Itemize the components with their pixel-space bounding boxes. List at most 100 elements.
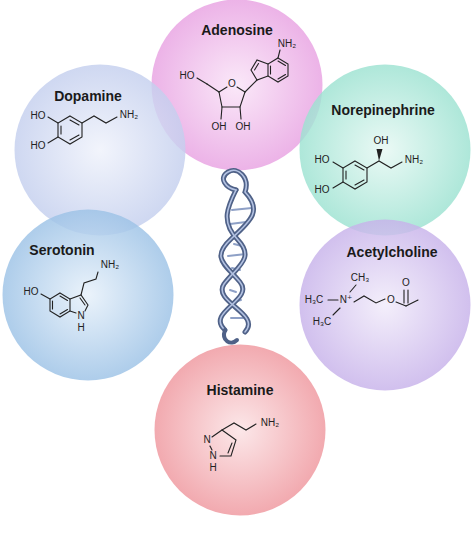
bond-line xyxy=(230,290,236,292)
bond-line xyxy=(207,84,219,92)
bond-line xyxy=(240,107,241,119)
atom-label: HO xyxy=(24,287,39,297)
bond-line xyxy=(70,311,76,313)
bond-line xyxy=(228,254,246,256)
atom-label: H xyxy=(77,323,84,333)
atom-label: O xyxy=(402,278,410,288)
bond-line xyxy=(70,295,88,311)
atom-label: H₃C xyxy=(305,295,324,305)
molecule-circle-fill xyxy=(300,220,471,391)
molecule-name: Serotonin xyxy=(29,242,94,258)
bond-line xyxy=(396,302,406,306)
atom-label: NH₂ xyxy=(278,39,296,49)
atom-label: N⁺ xyxy=(340,295,353,305)
bond-line xyxy=(407,290,408,303)
bond-line xyxy=(48,117,58,123)
molecule-name: Adenosine xyxy=(201,22,273,38)
molecule-circle-fill xyxy=(15,65,186,236)
bond-line xyxy=(80,298,85,305)
bond-line xyxy=(81,272,98,295)
bond-line xyxy=(278,75,286,80)
molecule-name: Dopamine xyxy=(54,88,122,104)
molecule-circle: Histamine xyxy=(154,344,326,516)
bond-line xyxy=(343,161,367,189)
bond-line xyxy=(52,301,53,309)
bond-line xyxy=(278,61,286,66)
bond-line xyxy=(255,64,259,71)
atom-label: H₃C xyxy=(313,317,332,327)
dna-strand xyxy=(222,190,248,332)
atom-label: OH xyxy=(374,136,389,146)
atom-label: NH₂ xyxy=(405,155,423,165)
bond-line xyxy=(234,244,242,246)
bond-line xyxy=(197,78,207,84)
bond-line xyxy=(222,423,256,430)
bond-line xyxy=(403,290,404,303)
dna-strand xyxy=(220,170,253,330)
bond-line xyxy=(230,222,246,224)
bond-line xyxy=(210,446,212,450)
bond-line xyxy=(50,293,70,317)
dna-strand xyxy=(222,190,248,332)
bond-line xyxy=(48,137,58,143)
bond-line xyxy=(355,180,364,185)
bond-line xyxy=(354,296,385,303)
bond-line xyxy=(333,162,343,168)
bond-line xyxy=(237,87,245,92)
atom-label: N xyxy=(209,451,216,461)
atom-label: NH₂ xyxy=(261,418,279,428)
bond-line xyxy=(406,300,418,306)
atom-label: HO xyxy=(315,155,330,165)
bond-line xyxy=(219,87,227,92)
atom-label: N xyxy=(203,435,210,445)
bond-line xyxy=(70,120,79,125)
atom-label: OH xyxy=(212,122,227,132)
bond-line xyxy=(219,92,245,107)
atom-label: O xyxy=(228,79,236,89)
atom-label: OH xyxy=(236,122,251,132)
bond-line xyxy=(233,300,241,302)
bond-line xyxy=(221,107,222,119)
circle-shape xyxy=(154,344,326,516)
molecule-circle: Acetylcholine xyxy=(299,219,471,391)
atom-label: NH₂ xyxy=(120,110,138,120)
molecule-name: Norepinephrine xyxy=(331,102,434,118)
molecule-circle-fill xyxy=(300,65,471,236)
bond-line xyxy=(232,208,252,210)
bond-line xyxy=(333,182,343,188)
molecule-circle-fill xyxy=(3,210,174,381)
bond-line xyxy=(268,58,288,82)
bond-line xyxy=(60,126,61,134)
atom-label: NH₂ xyxy=(101,260,119,270)
bond-line xyxy=(328,299,338,300)
atom-label: HO xyxy=(31,111,46,121)
dna-strand xyxy=(220,170,253,330)
bond-line xyxy=(245,80,257,92)
bond-lines xyxy=(41,50,418,456)
bond-line xyxy=(58,116,82,144)
dna-rungs xyxy=(228,208,252,318)
atom-label: O xyxy=(387,295,395,305)
atom-label: H xyxy=(209,463,216,473)
bond-line xyxy=(60,310,68,315)
bond-line xyxy=(355,165,364,170)
circle-shape xyxy=(299,64,471,236)
bond-line xyxy=(232,268,240,270)
molecule-circle: Norepinephrine xyxy=(299,64,471,236)
bond-line xyxy=(60,296,68,301)
wedge-bond xyxy=(377,149,383,161)
bond-line xyxy=(82,116,117,123)
bond-line xyxy=(345,171,346,179)
bond-line xyxy=(350,285,356,292)
dna-aptamer xyxy=(220,170,253,342)
dna-strand xyxy=(224,330,237,343)
bond-line xyxy=(367,161,402,168)
molecule-circle-fill xyxy=(155,345,326,516)
bond-line xyxy=(228,443,232,453)
bond-line xyxy=(333,308,340,315)
bond-line xyxy=(70,135,79,140)
bond-line xyxy=(278,50,280,58)
molecule-name: Histamine xyxy=(207,382,274,398)
